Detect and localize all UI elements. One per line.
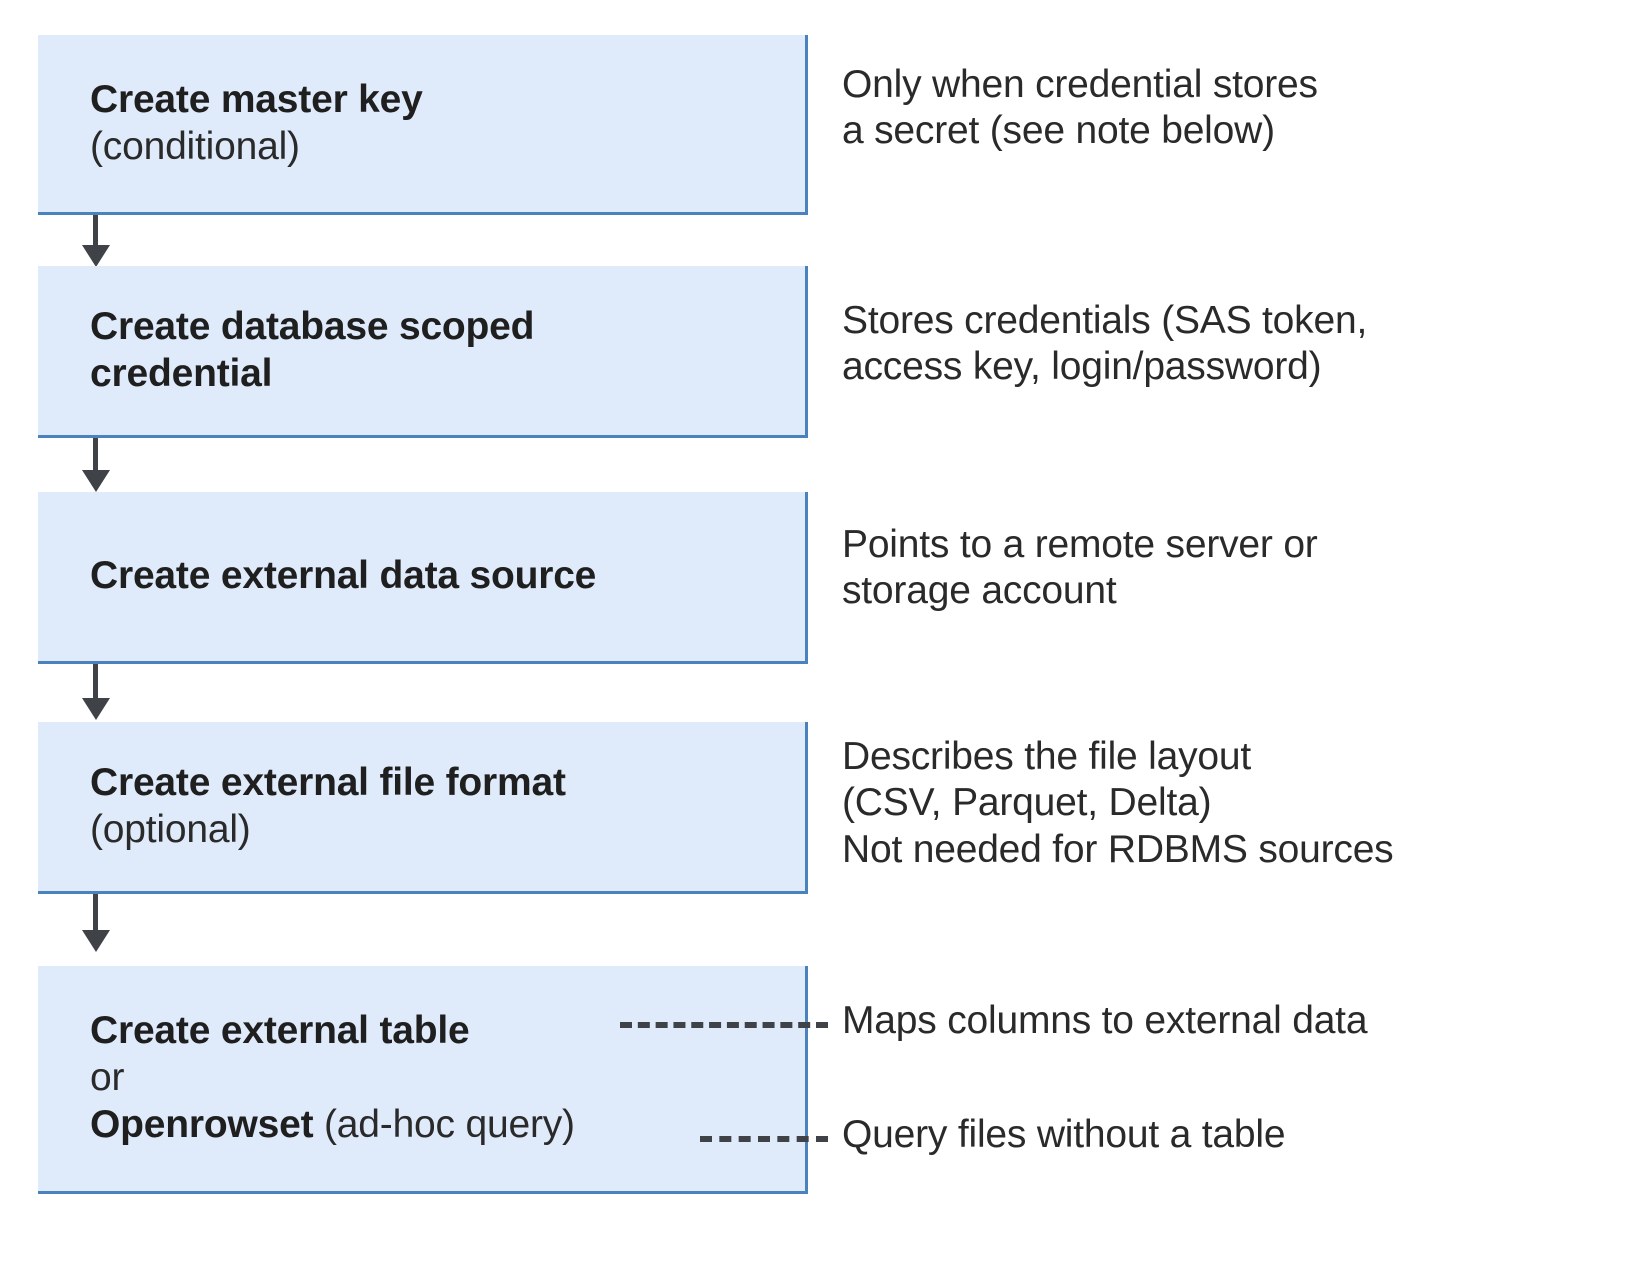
flow-arrow-3 bbox=[82, 664, 110, 720]
step-title: Create external data source bbox=[90, 554, 597, 598]
step-title: Create external file format bbox=[90, 761, 566, 805]
step-note-create-master-key: Only when credential stores a secret (se… bbox=[842, 63, 1318, 153]
step-note-create-external-data-source: Points to a remote server or storage acc… bbox=[842, 523, 1318, 613]
step-subtitle: (conditional) bbox=[90, 124, 300, 168]
step-subtitle: (optional) bbox=[90, 807, 251, 851]
final-step-line-or: or bbox=[90, 1056, 125, 1100]
final-step-note-maps-columns: Maps columns to external data bbox=[842, 999, 1368, 1042]
final-step-rows: Create external table or Openrowset (ad-… bbox=[90, 1008, 791, 1148]
final-step-note-query-files: Query files without a table bbox=[842, 1113, 1286, 1156]
step-box-create-master-key[interactable]: Create master key (conditional) bbox=[38, 35, 808, 215]
final-step-label-openrowset: Openrowset bbox=[90, 1102, 314, 1146]
step-box-create-external-data-source[interactable]: Create external data source bbox=[38, 492, 808, 664]
final-step-line-create-external-table: Create external table bbox=[90, 1008, 791, 1055]
flow-arrow-2 bbox=[82, 438, 110, 492]
final-step-line-openrowset: Openrowset (ad-hoc query) bbox=[90, 1102, 791, 1149]
step-title: Create database scoped credential bbox=[90, 305, 535, 395]
step-title: Create master key bbox=[90, 78, 423, 122]
final-step-label-create-external-table: Create external table bbox=[90, 1009, 470, 1053]
step-box-create-external-file-format[interactable]: Create external file format (optional) bbox=[38, 722, 808, 894]
flow-arrow-1 bbox=[82, 215, 110, 267]
flow-arrow-4 bbox=[82, 894, 110, 952]
step-box-create-external-table-or-openrowset[interactable]: Create external table or Openrowset (ad-… bbox=[38, 966, 808, 1194]
step-note-create-external-file-format: Describes the file layout (CSV, Parquet,… bbox=[842, 735, 1394, 871]
dashed-connector-openrowset bbox=[700, 1136, 828, 1142]
final-step-label-openrowset-qualifier: (ad-hoc query) bbox=[313, 1102, 575, 1146]
step-note-create-database-scoped-credential: Stores credentials (SAS token, access ke… bbox=[842, 299, 1368, 389]
step-box-create-database-scoped-credential[interactable]: Create database scoped credential bbox=[38, 266, 808, 438]
dashed-connector-external-table bbox=[620, 1022, 828, 1028]
